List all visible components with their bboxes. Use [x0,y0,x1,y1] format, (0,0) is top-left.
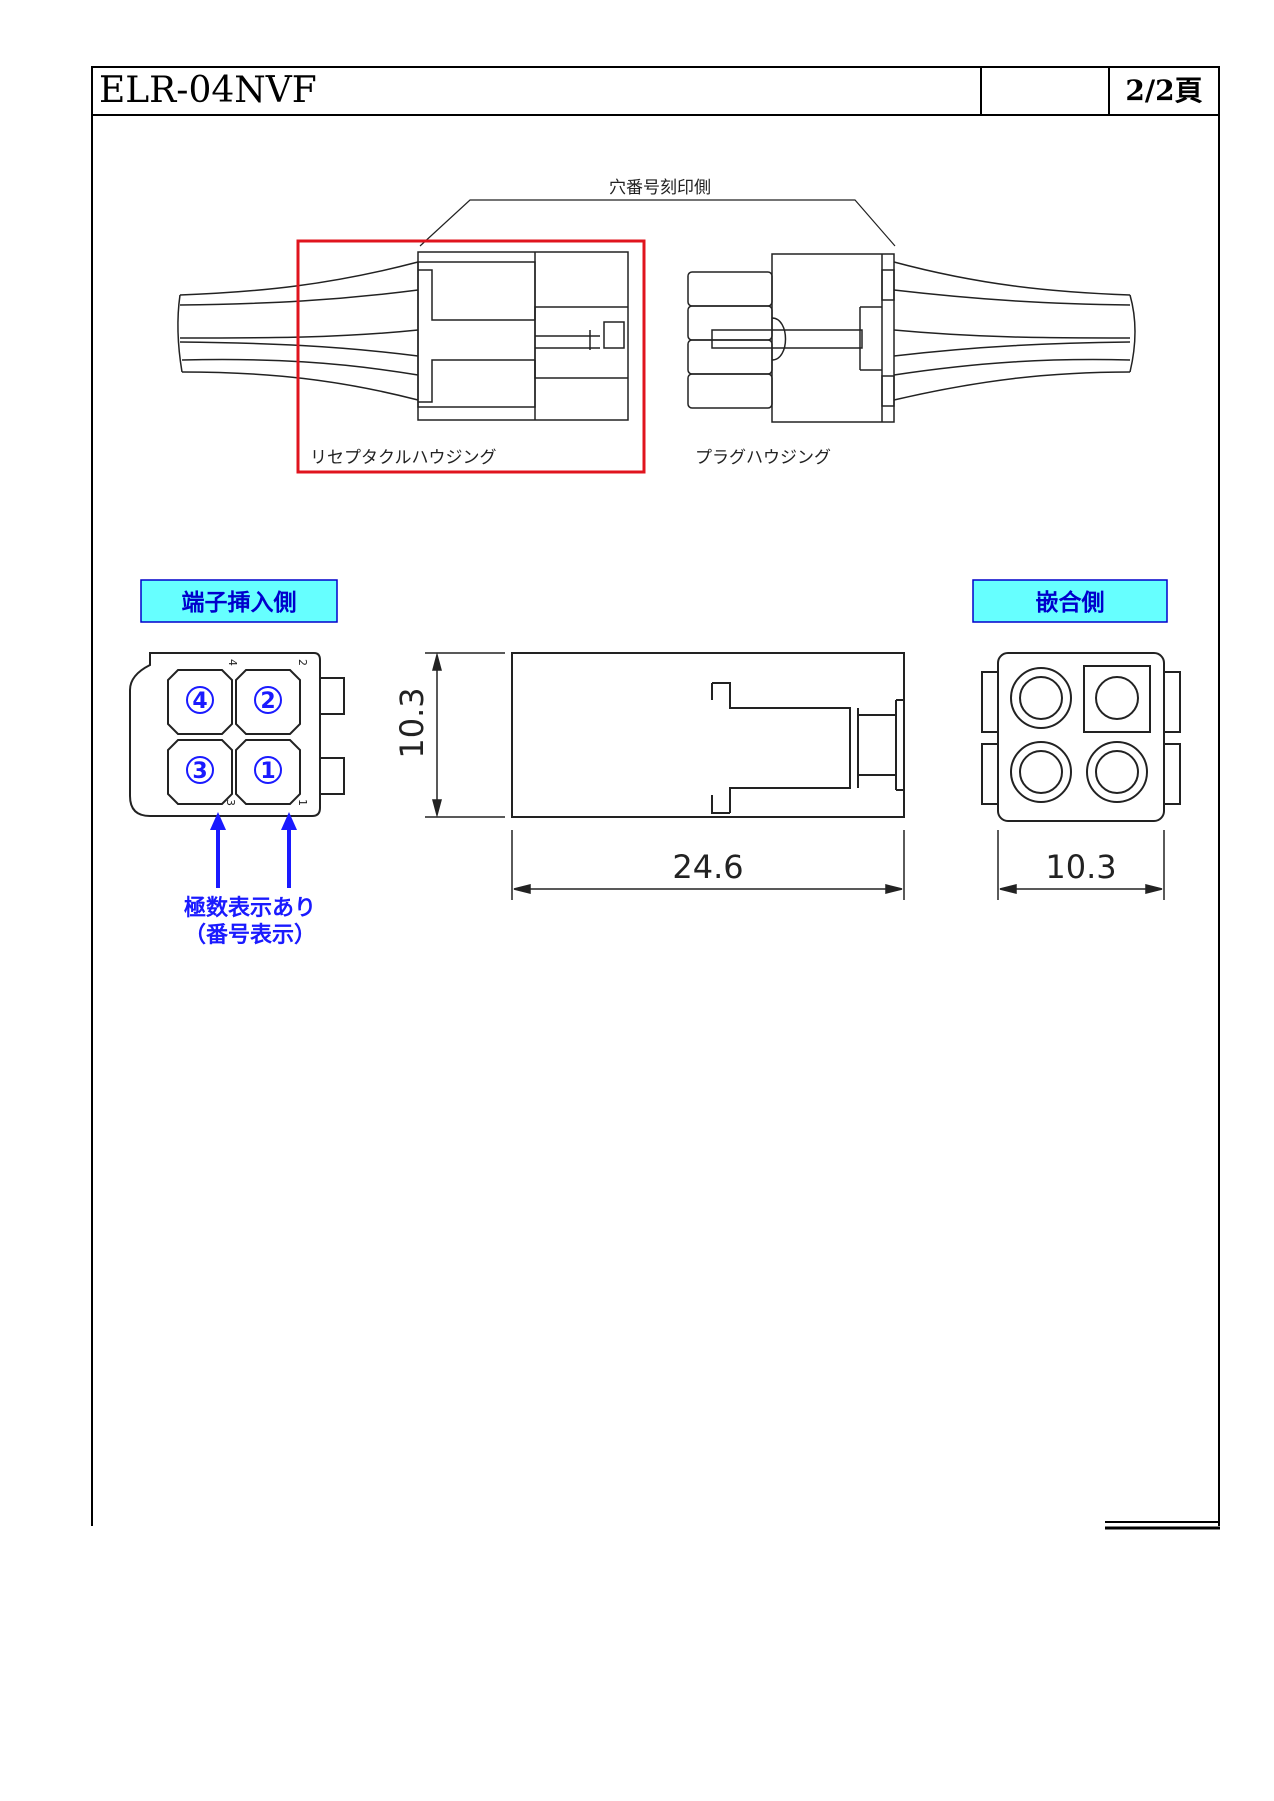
engraved-2: 2 [296,659,309,666]
width-dimension-value: 10.3 [1045,848,1116,886]
top-connector-diagram [177,199,1136,423]
polarity-note-line2: （番号表示） [184,923,316,948]
length-dimension-value: 24.6 [672,848,743,886]
insertion-side-label-box [140,579,338,623]
mating-view [981,652,1181,822]
engraved-4: 4 [226,659,239,666]
receptacle-highlight-box [296,239,646,474]
frame-bottom-marks [1105,1521,1220,1530]
marking-side-label: 穴番号刻印側 [609,178,711,198]
mating-side-label-box [972,579,1168,623]
insertion-side-label: 端子挿入側 [182,590,297,616]
page-number: 2/2頁 [1125,74,1203,107]
height-dimension-value: 10.3 [393,687,431,758]
width-dimension [997,830,1165,900]
engraved-1: 1 [296,799,309,806]
pin-4-number: 4 [192,689,207,714]
pin-2-number: 2 [260,689,275,714]
polarity-note-line1: 極数表示あり [184,895,316,921]
terminal-insertion-view [129,652,345,817]
side-view [511,652,905,818]
engraved-3: 3 [224,799,237,806]
plug-housing-label: プラグハウジング [695,448,831,468]
receptacle-housing-label: リセプタクルハウジング [310,448,497,468]
pin-1-circle [254,756,282,784]
engraved-small-numbers: 4 2 3 1 [224,659,309,806]
pin-4-circle [186,686,214,714]
pin-3-circle [186,756,214,784]
pin-1-number: 1 [260,759,275,784]
title-block-blank-cell [982,68,1110,114]
polarity-arrows [210,812,297,888]
pin-number-markers: 4 2 3 1 [186,686,282,784]
mating-side-label: 嵌合側 [1036,589,1105,616]
title-block: ELR-04NVF 2/2頁 [91,66,1220,116]
pin-3-number: 3 [192,759,207,784]
length-dimension [511,830,905,900]
pin-2-circle [254,686,282,714]
part-number: ELR-04NVF [93,68,982,114]
height-dimension [425,652,505,818]
